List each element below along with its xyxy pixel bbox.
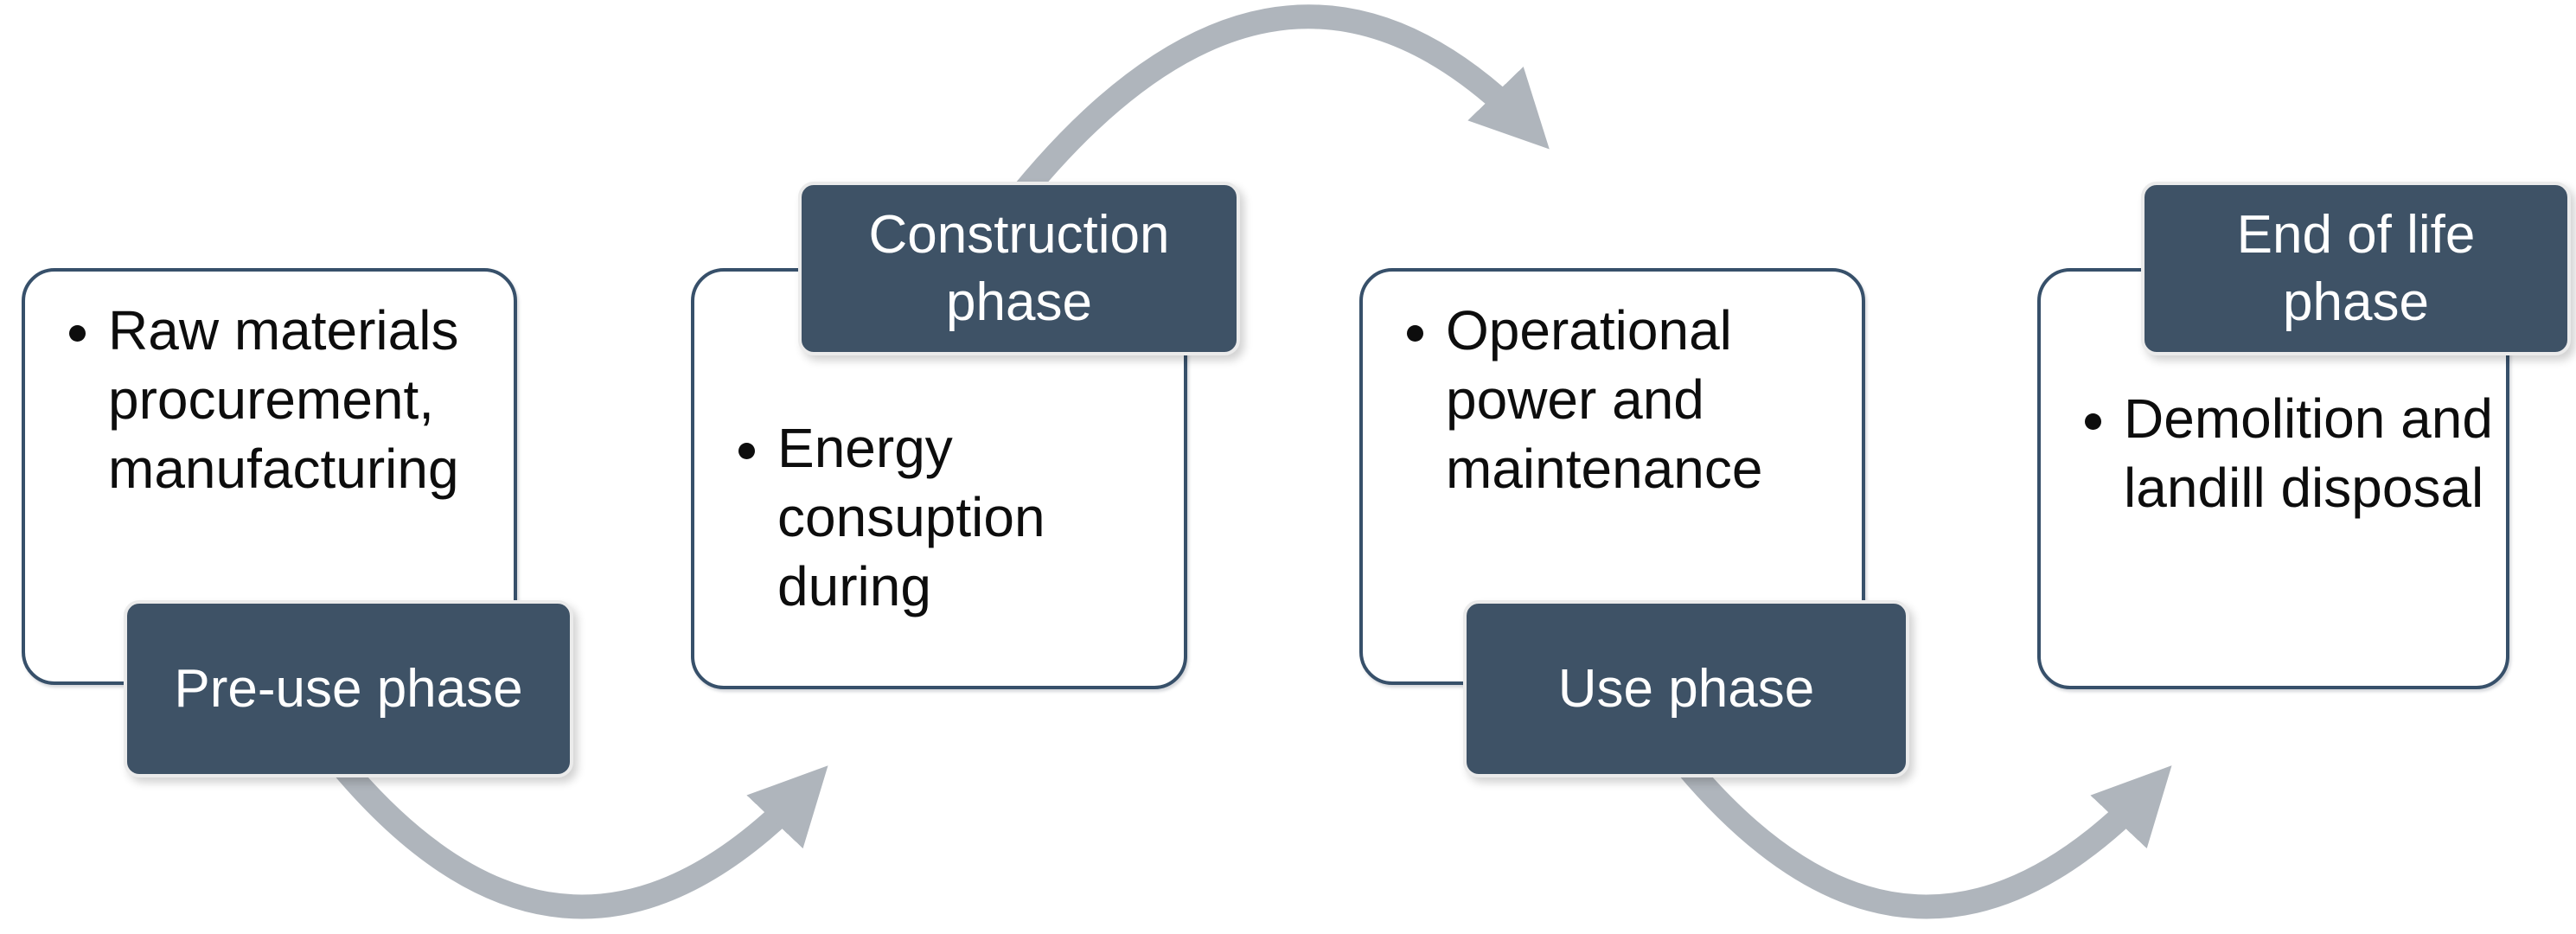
phase-label-pre-use: Pre-use phase xyxy=(124,600,573,777)
bullet-item: Demolition and landill disposal xyxy=(2124,384,2530,522)
phase-label-text: End of life phase xyxy=(2236,204,2476,332)
bullet-list: Demolition and landill disposal xyxy=(2041,384,2506,522)
phase-label-text: Pre-use phase xyxy=(174,658,523,719)
bullet-list: Energy consuption during xyxy=(694,413,1184,621)
phase-label-end-of-life: End of life phase xyxy=(2141,182,2571,355)
phase-label-text: Construction phase xyxy=(868,204,1170,332)
arrow-use-to-endoflife xyxy=(1677,757,2172,919)
phase-label-use: Use phase xyxy=(1463,600,1909,777)
phase-label-text: Use phase xyxy=(1557,658,1815,719)
bullet-item: Raw materials procurement, manufacturing xyxy=(108,296,480,503)
bullet-list: Raw materials procurement, manufacturing xyxy=(25,296,514,503)
bullet-list: Operational power and maintenance xyxy=(1363,296,1862,503)
arrow-construction-to-use xyxy=(984,4,1550,237)
bullet-item: Energy consuption during xyxy=(777,413,1149,621)
phase-label-construction: Construction phase xyxy=(798,182,1240,355)
bullet-item: Operational power and maintenance xyxy=(1446,296,1818,503)
phase-box-pre-use: Raw materials procurement, manufacturing xyxy=(22,268,517,685)
arrow-preuse-to-construction xyxy=(332,757,828,919)
